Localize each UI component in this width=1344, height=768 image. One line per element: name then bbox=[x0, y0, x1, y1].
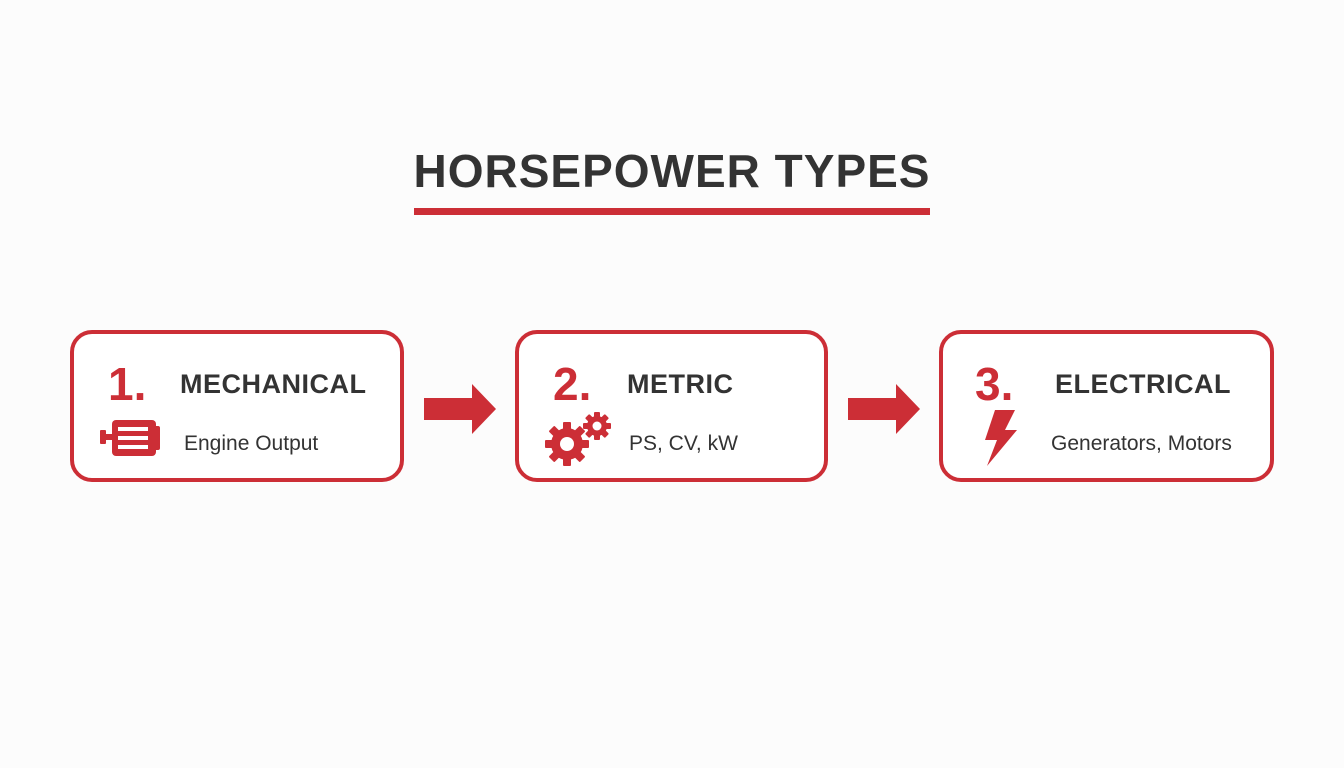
step-card-electrical: 3. ELECTRICAL Generators, Motors bbox=[939, 330, 1274, 482]
step-description: PS, CV, kW bbox=[629, 432, 738, 455]
gears-icon bbox=[545, 410, 615, 473]
step-description: Generators, Motors bbox=[1051, 432, 1232, 455]
step-heading: MECHANICAL bbox=[180, 369, 367, 399]
arrow-right-icon bbox=[848, 384, 922, 439]
step-description: Engine Output bbox=[184, 432, 319, 455]
step-heading: METRIC bbox=[627, 369, 734, 399]
motor-icon bbox=[100, 416, 162, 465]
arrow-right-icon bbox=[424, 384, 498, 439]
step-card-mechanical: 1. MECHANICAL Engine Output bbox=[70, 330, 404, 482]
title-container: HORSEPOWER TYPES bbox=[0, 140, 1344, 215]
step-heading: ELECTRICAL bbox=[1055, 369, 1231, 399]
step-number: 2. bbox=[553, 358, 592, 410]
step-number: 3. bbox=[975, 358, 1014, 410]
step-card-metric: 2. METRIC bbox=[515, 330, 828, 482]
lightning-icon bbox=[981, 410, 1021, 471]
step-number: 1. bbox=[108, 358, 147, 410]
page-title: HORSEPOWER TYPES bbox=[413, 140, 931, 215]
